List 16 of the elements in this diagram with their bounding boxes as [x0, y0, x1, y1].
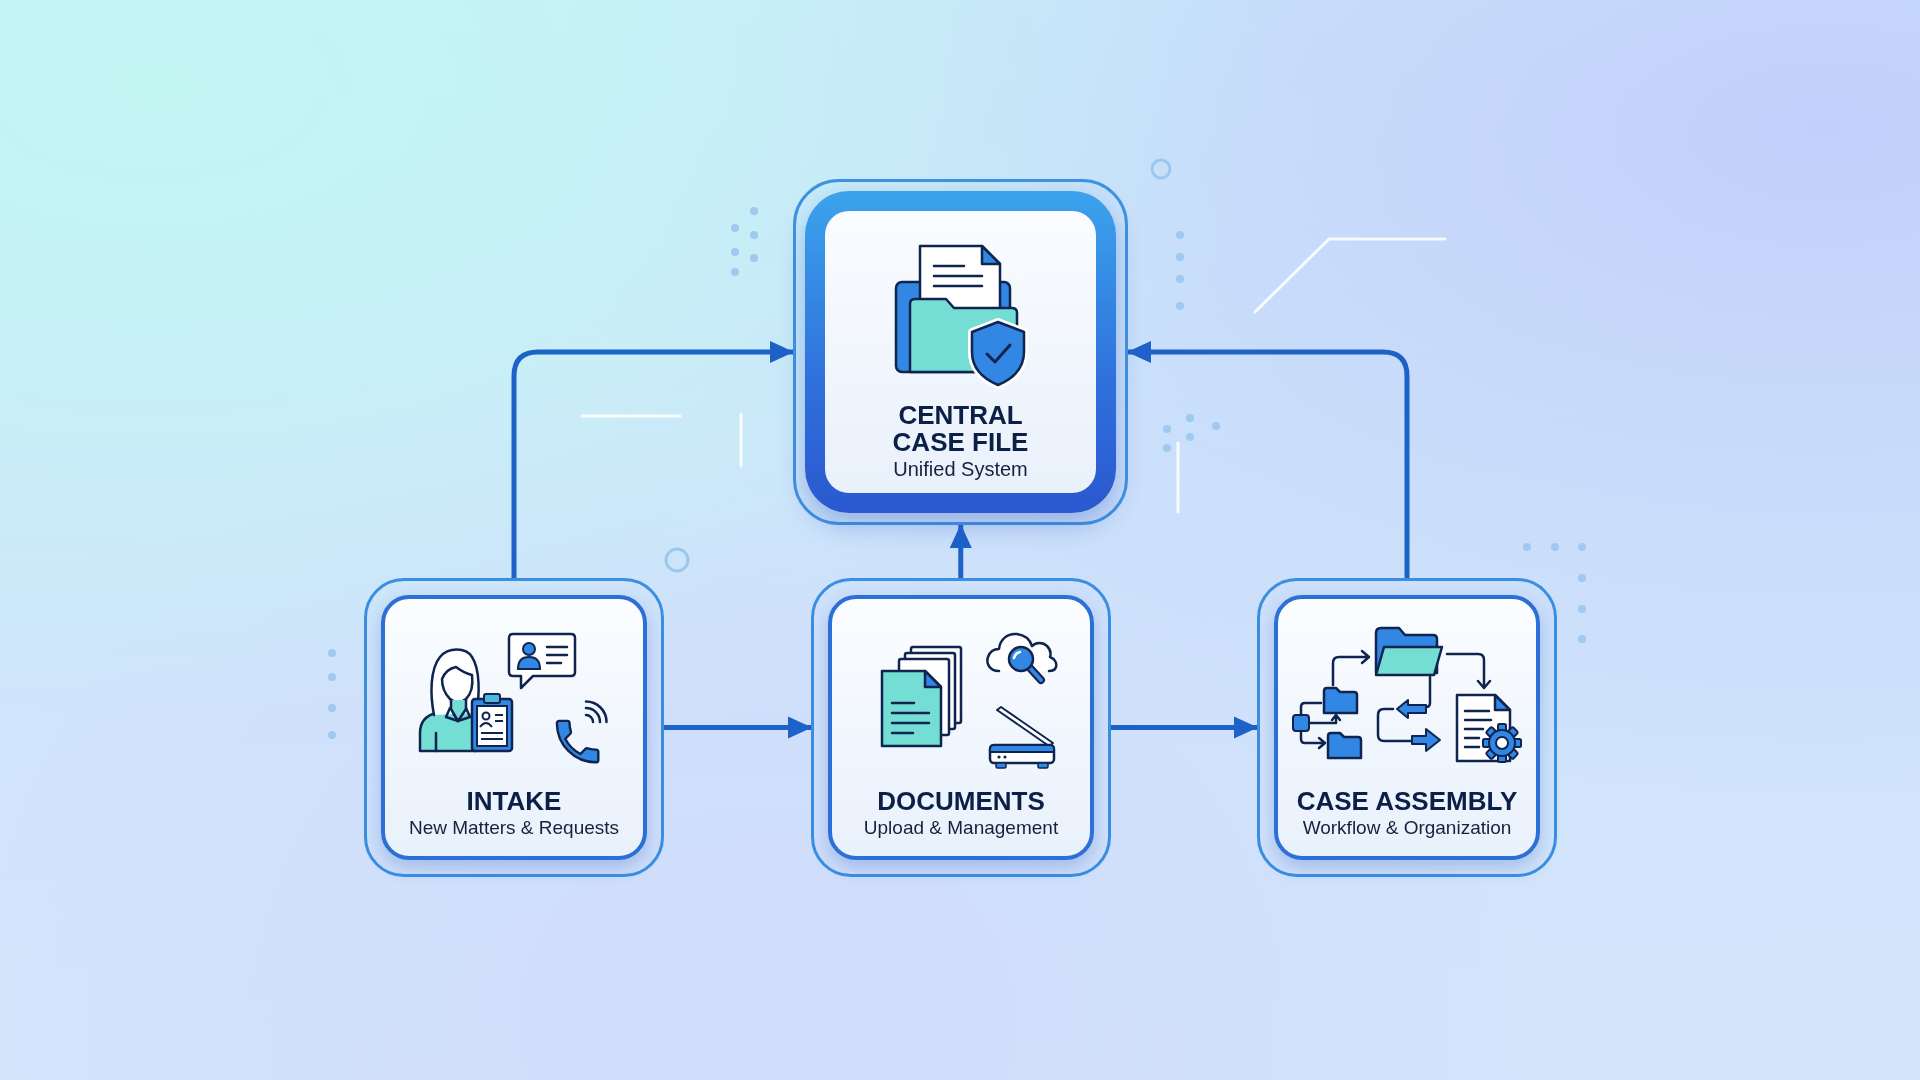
- connector-arrow: [1111, 716, 1258, 739]
- card-title: CENTRAL CASE FILE: [891, 402, 1030, 456]
- rounded-frame: [1257, 578, 1557, 877]
- rounded-frame: [364, 578, 664, 877]
- card-subtitle: New Matters & Requests: [408, 816, 620, 840]
- card-title: INTAKE: [466, 787, 562, 815]
- card-subtitle: Workflow & Organization: [1302, 816, 1512, 840]
- connector-arrow: [1127, 341, 1410, 578]
- card-title: DOCUMENTS: [877, 787, 1045, 815]
- card-title: CASE ASSEMBLY: [1296, 787, 1518, 815]
- card-subtitle: Upload & Management: [863, 816, 1059, 840]
- connector-arrow: [511, 341, 794, 578]
- rounded-frame: [811, 578, 1111, 877]
- connector-arrow: [664, 716, 812, 739]
- card-subtitle: Unified System: [893, 457, 1028, 481]
- connector-arrow: [949, 524, 972, 578]
